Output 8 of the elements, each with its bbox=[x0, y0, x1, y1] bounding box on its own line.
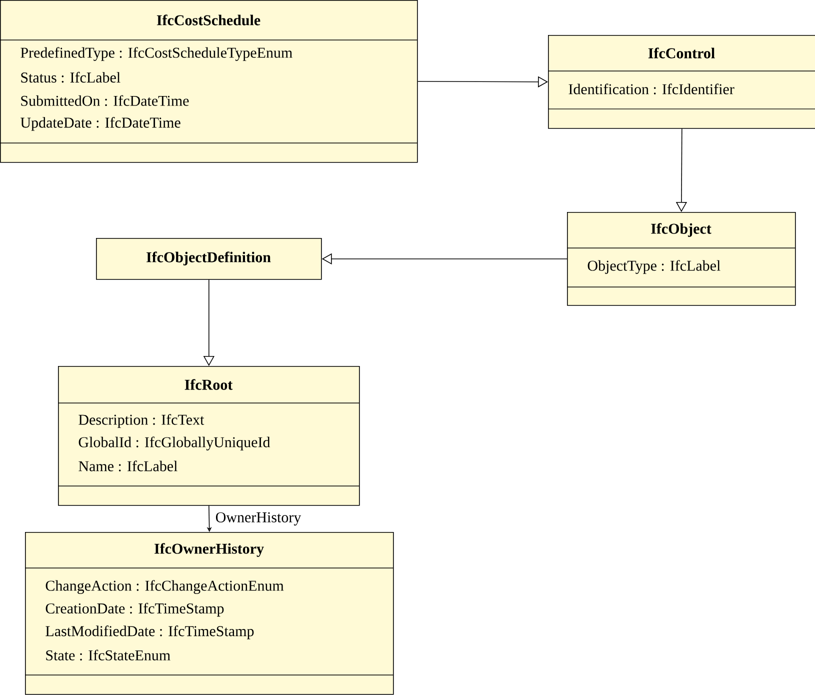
edge-label: OwnerHistory bbox=[214, 511, 302, 526]
class-box: IfcRoot Description : IfcText GlobalId : IfcGloballyUniqueId Name : IfcLabel bbox=[58, 366, 360, 506]
class-box: IfcOwnerHistory ChangeAction : IfcChangeActionEnum CreationDate : IfcTimeStamp LastModifiedDate : IfcTimeStamp State : IfcStateEnum bbox=[24, 532, 394, 695]
arrow bbox=[417, 76, 548, 88]
class-box: IfcControl Identification : IfcIdentifier bbox=[548, 35, 815, 129]
class-box: IfcObjectDefinition bbox=[96, 238, 322, 280]
class-box: IfcCostSchedule PredefinedType : IfcCostScheduleTypeEnum Status : IfcLabel SubmittedOn : IfcDateTime UpdateDate : IfcDateTime bbox=[0, 0, 418, 163]
class-box: IfcObject ObjectType : IfcLabel bbox=[566, 212, 796, 306]
